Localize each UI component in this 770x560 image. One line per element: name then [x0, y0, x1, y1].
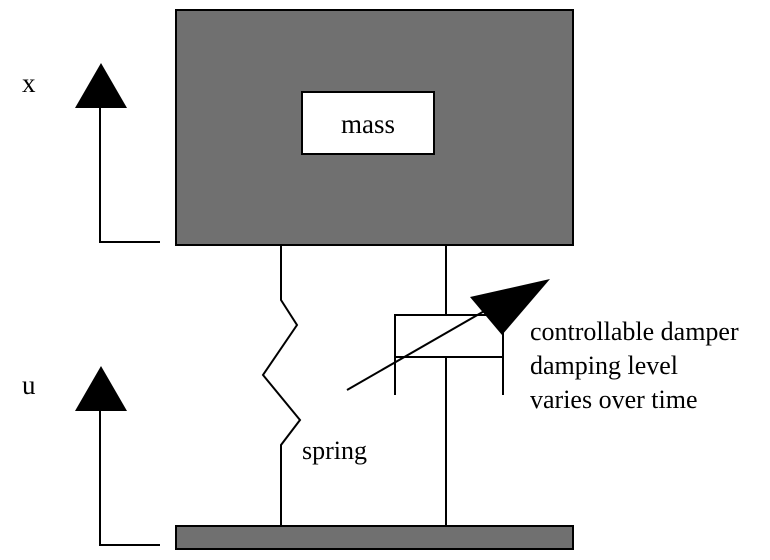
base-plate [175, 525, 574, 550]
x-displacement-arrow [75, 63, 160, 243]
mass-label-box [301, 91, 435, 155]
up-arrow-icon [75, 366, 127, 411]
x-label: x [22, 68, 36, 98]
damper-label-line2: damping level [530, 351, 678, 380]
spring [261, 245, 302, 526]
spring-label: spring [302, 436, 367, 465]
damper-label-line1: controllable damper [530, 317, 739, 346]
diagonal-arrow-icon [346, 279, 550, 391]
u-displacement-arrow [75, 366, 160, 546]
damper [394, 245, 504, 526]
damper-label-line3: varies over time [530, 385, 698, 414]
u-label: u [22, 370, 36, 400]
mass-label: mass [341, 109, 395, 139]
up-arrow-icon [75, 63, 127, 108]
